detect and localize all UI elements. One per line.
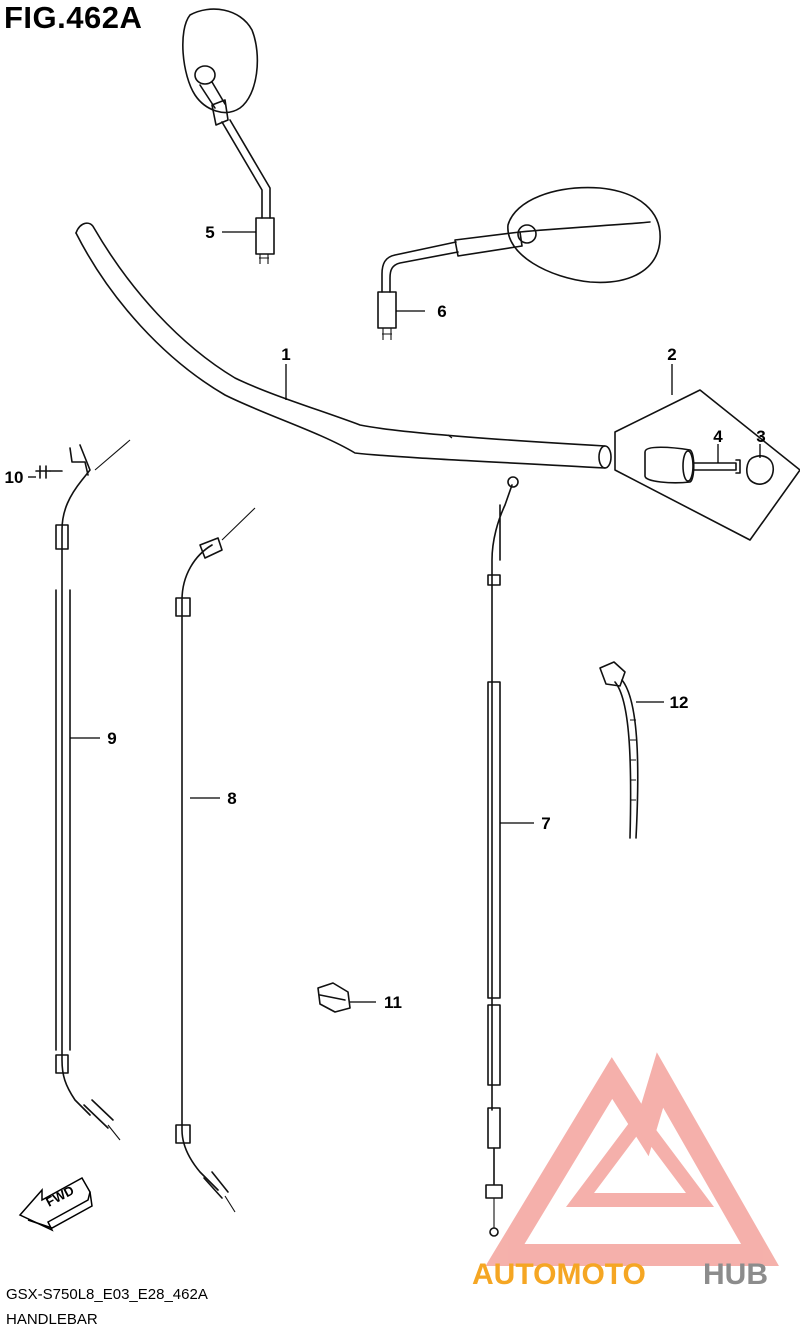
callout-9: 9	[107, 729, 116, 748]
watermark-text: AUTOMOTO HUB	[472, 1258, 768, 1291]
callout-6: 6	[437, 302, 446, 321]
leader-lines	[28, 231, 761, 1003]
callout-5: 5	[205, 223, 214, 242]
screw[interactable]	[35, 465, 63, 479]
cable-tie[interactable]	[599, 661, 639, 839]
left-mirror[interactable]	[182, 8, 275, 264]
clutch-cable[interactable]	[485, 476, 519, 1237]
model-code: GSX-S750L8_E03_E28_462A	[6, 1286, 208, 1303]
callout-12: 12	[670, 693, 689, 712]
callouts: 1 2 3 4 5 6 7 8 9 10 11 12	[5, 223, 766, 1012]
handlebar[interactable]	[75, 222, 612, 469]
cable-clamp[interactable]	[317, 982, 351, 1013]
callout-1: 1	[281, 345, 290, 364]
callout-2: 2	[667, 345, 676, 364]
figure-title: FIG.462A	[4, 0, 143, 35]
callout-4: 4	[713, 427, 723, 446]
watermark-part1: AUTOMOTO	[472, 1258, 646, 1291]
fwd-arrow-icon: FWD	[18, 1176, 93, 1232]
section-name: HANDLEBAR	[6, 1311, 98, 1328]
callout-7: 7	[541, 814, 550, 833]
bar-end-group[interactable]	[614, 389, 800, 541]
watermark-logo	[485, 1052, 779, 1266]
throttle-cable-short[interactable]	[175, 507, 256, 1213]
watermark-part2: HUB	[703, 1258, 768, 1291]
throttle-cable-long[interactable]	[55, 439, 131, 1141]
callout-10: 10	[5, 468, 24, 487]
callout-11: 11	[384, 993, 402, 1012]
callout-3: 3	[756, 427, 765, 446]
callout-8: 8	[227, 789, 236, 808]
right-mirror[interactable]	[377, 186, 661, 340]
